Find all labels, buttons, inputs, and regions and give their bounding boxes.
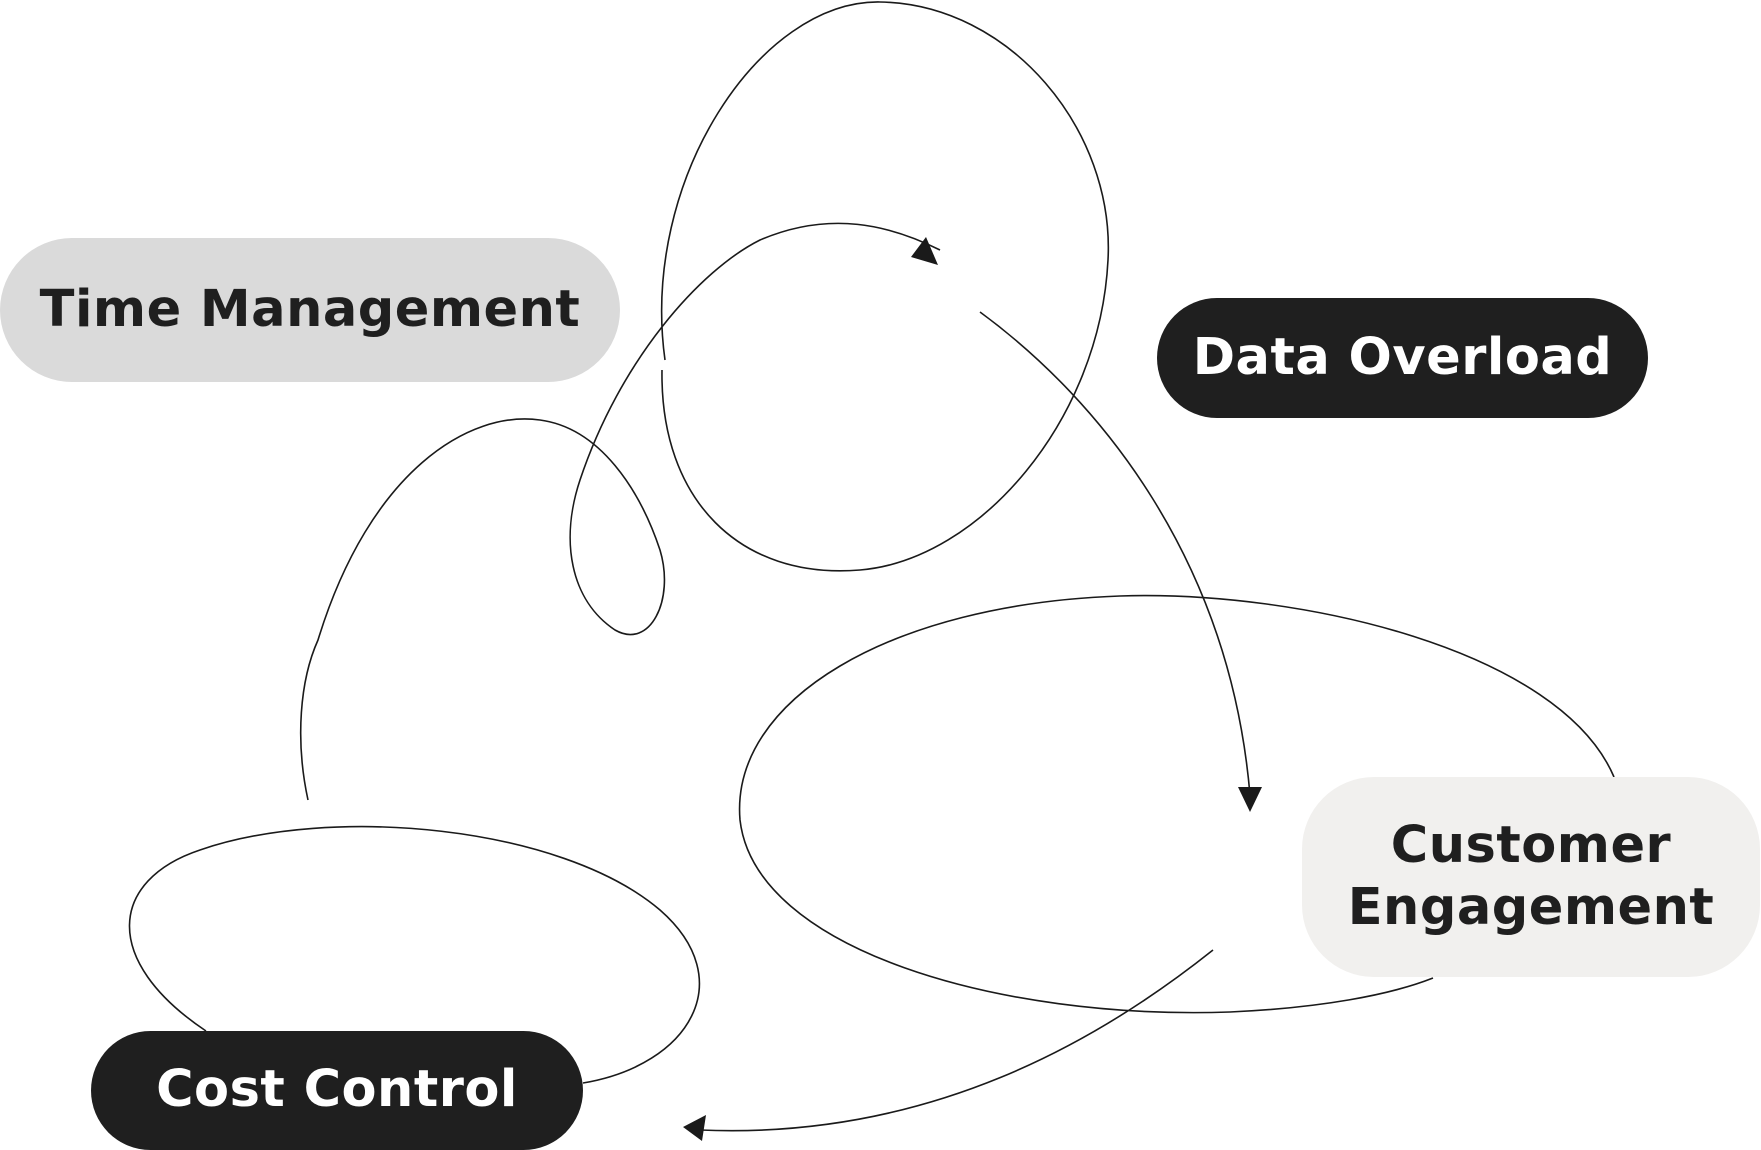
connector-data-to-customer bbox=[979, 311, 1251, 796]
arrowhead-customer-engagement bbox=[1238, 787, 1262, 812]
node-time-management: Time Management bbox=[0, 238, 620, 382]
arrowhead-cost-control bbox=[683, 1115, 706, 1141]
connector-cost-to-data bbox=[128, 1, 1110, 1084]
arrowhead-data-overload bbox=[911, 237, 938, 265]
node-customer-engagement: Customer Engagement bbox=[1302, 777, 1760, 977]
node-cost-control: Cost Control bbox=[91, 1031, 583, 1150]
node-data-overload-label: Data Overload bbox=[1192, 327, 1613, 387]
node-customer-engagement-label-line-2: Engagement bbox=[1347, 878, 1715, 937]
connector-customer-to-cost bbox=[699, 594, 1615, 1132]
node-customer-engagement-label-line-1: Customer bbox=[1390, 815, 1672, 875]
node-data-overload: Data Overload bbox=[1157, 298, 1648, 418]
node-cost-control-label: Cost Control bbox=[156, 1060, 518, 1120]
node-time-management-label: Time Management bbox=[39, 279, 581, 339]
